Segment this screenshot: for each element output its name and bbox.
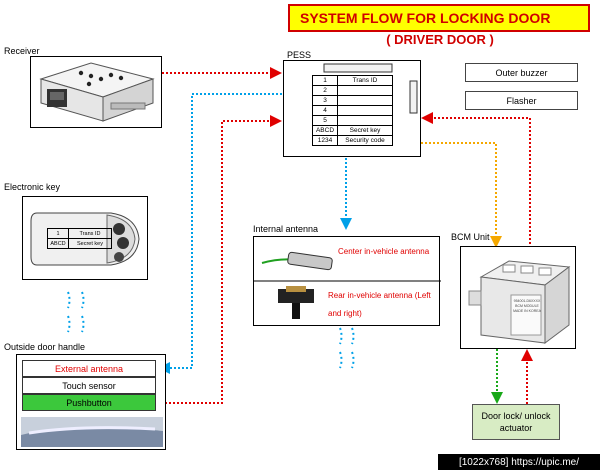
flasher-box: Flasher bbox=[465, 91, 578, 110]
arrow-pess-to-bcm bbox=[421, 142, 502, 248]
pess-label: PESS bbox=[287, 50, 312, 60]
arrow-pushbutton-to-pess bbox=[157, 115, 282, 404]
arrow-bcm-to-pess bbox=[421, 112, 531, 244]
arrow-pess-to-external-antenna bbox=[158, 93, 282, 374]
internal-antenna-frame: Center in-vehicle antenna Rear in-vehicl… bbox=[253, 236, 441, 326]
title-text: SYSTEM FLOW FOR LOCKING DOOR bbox=[300, 10, 551, 26]
key-handle-signal bbox=[67, 291, 85, 333]
pess-connectors bbox=[323, 63, 418, 114]
table-row: 3 bbox=[312, 95, 393, 106]
key-unlock-button-icon bbox=[117, 237, 129, 249]
receiver-label: Receiver bbox=[4, 46, 40, 56]
outside-door-handle-label: Outside door handle bbox=[4, 342, 86, 352]
outer-buzzer-box: Outer buzzer bbox=[465, 63, 578, 82]
touch-sensor-row: Touch sensor bbox=[22, 377, 156, 394]
center-antenna-text: Center in-vehicle antenna bbox=[338, 247, 430, 256]
internal-antenna-signal bbox=[339, 327, 355, 369]
receiver-image bbox=[39, 62, 155, 122]
table-row: 4 bbox=[312, 105, 393, 116]
external-antenna-row: External antenna bbox=[22, 360, 156, 377]
door-lock-actuator-box: Door lock/ unlock actuator bbox=[472, 404, 560, 440]
pushbutton-row: Pushbutton bbox=[22, 394, 156, 411]
receiver-frame bbox=[30, 56, 162, 128]
door-handle-image bbox=[21, 417, 163, 447]
page-subtitle: ( DRIVER DOOR ) bbox=[386, 32, 494, 47]
bcm-image bbox=[468, 260, 571, 344]
bcm-label: BCM Unit bbox=[451, 232, 490, 242]
rear-antenna-text: Rear in-vehicle antenna (Left and right) bbox=[328, 291, 431, 318]
table-row: 2 bbox=[312, 85, 393, 96]
internal-antenna-image bbox=[254, 251, 441, 319]
internal-antenna-label: Internal antenna bbox=[253, 224, 319, 234]
table-row: 5 bbox=[312, 115, 393, 126]
watermark: [1022x768] https://upic.me/ bbox=[438, 454, 600, 470]
key-lock-button-icon bbox=[113, 223, 125, 235]
page-title: SYSTEM FLOW FOR LOCKING DOOR bbox=[288, 4, 590, 32]
bcm-sticker: 954001-D6XXXX BCM MODULE MADE IN KOREA bbox=[513, 299, 541, 313]
electronic-key-label: Electronic key bbox=[4, 182, 61, 192]
key-trunk-button-icon bbox=[114, 252, 124, 262]
bcm-frame: 954001-D6XXXX BCM MODULE MADE IN KOREA bbox=[460, 246, 576, 349]
